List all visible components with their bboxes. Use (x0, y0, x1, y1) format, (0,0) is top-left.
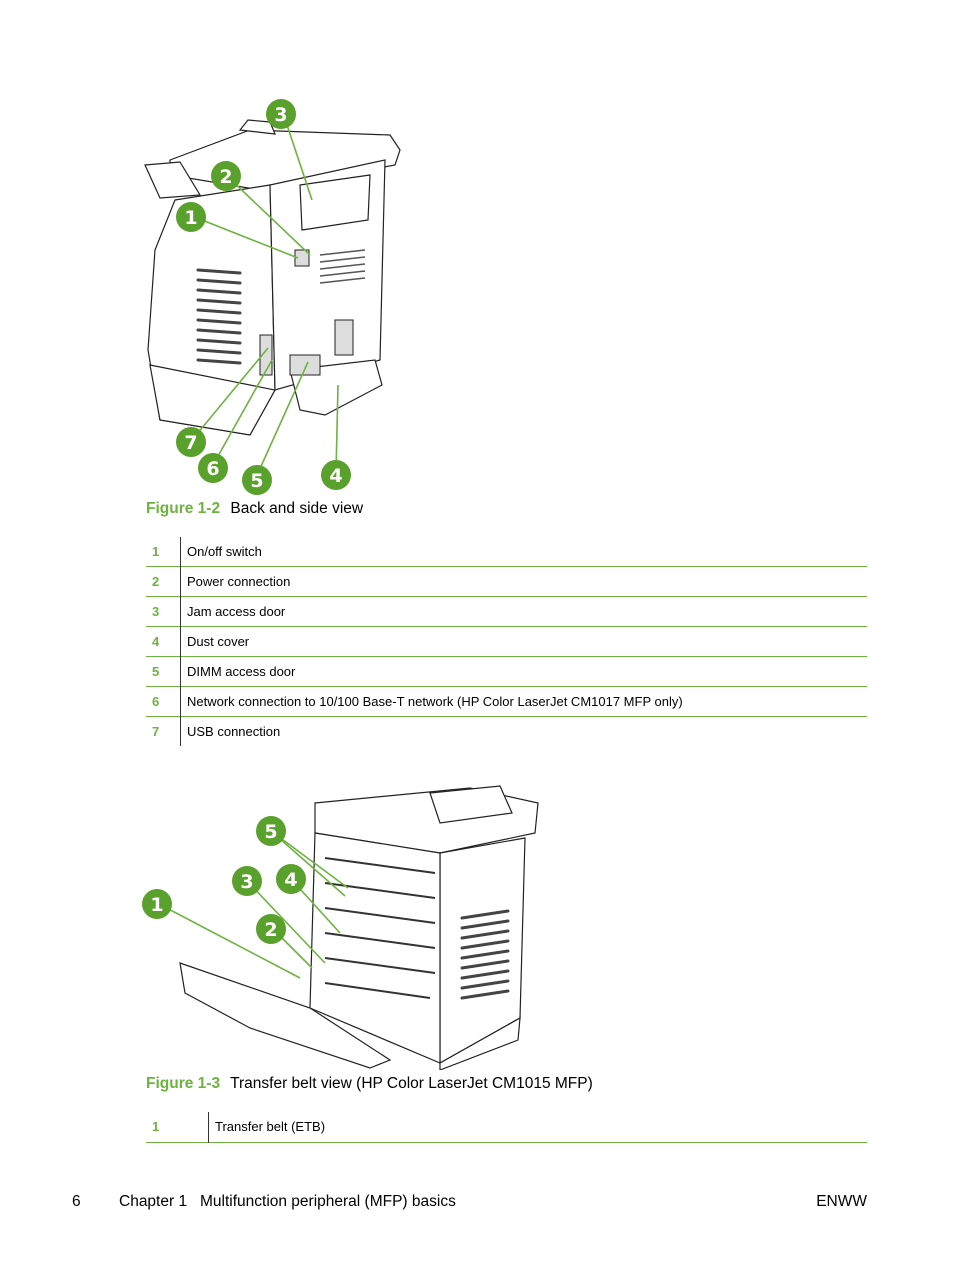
figure-caption-text: Transfer belt view (HP Color LaserJet CM… (230, 1075, 593, 1092)
callout-2: 2 (211, 161, 241, 191)
figure-caption-text: Back and side view (230, 500, 364, 517)
svg-text:3: 3 (274, 104, 287, 126)
callout-5: 5 (242, 465, 272, 495)
figure1-callouts: 3 2 1 7 6 5 4 (176, 99, 351, 495)
figure-number: Figure 1-2 (146, 500, 221, 517)
figure2-callouts: 5 4 3 1 2 (142, 816, 306, 944)
callout-4: 4 (321, 460, 351, 490)
chapter-title: Chapter 1 Multifunction peripheral (MFP)… (119, 1193, 456, 1210)
svg-text:3: 3 (240, 871, 253, 893)
svg-text:6: 6 (206, 458, 219, 480)
svg-text:1: 1 (150, 894, 163, 916)
printer-back-side-illustration (144, 112, 401, 474)
figure-1-2-caption: Figure 1-2 Back and side view (146, 500, 363, 518)
figure-number: Figure 1-3 (146, 1075, 221, 1092)
svg-text:1: 1 (184, 207, 197, 229)
svg-text:5: 5 (250, 470, 263, 492)
page-number: 6 (72, 1193, 81, 1210)
callout-3: 3 (232, 866, 262, 896)
callout-6: 6 (198, 453, 228, 483)
callout-3: 3 (266, 99, 296, 129)
svg-text:4: 4 (329, 465, 342, 487)
svg-text:2: 2 (219, 166, 232, 188)
callout-5: 5 (256, 816, 286, 846)
footer-right-label: ENWW (816, 1193, 867, 1210)
callout-2: 2 (256, 914, 286, 944)
callout-1: 1 (176, 202, 206, 232)
svg-text:7: 7 (184, 432, 197, 454)
figure-1-3-caption: Figure 1-3 Transfer belt view (HP Color … (146, 1075, 593, 1093)
callout-7: 7 (176, 427, 206, 457)
svg-text:4: 4 (284, 869, 297, 891)
svg-text:2: 2 (264, 919, 277, 941)
printer-transfer-belt-illustration (156, 785, 539, 1070)
svg-text:5: 5 (264, 821, 277, 843)
callout-4: 4 (276, 864, 306, 894)
callout-1: 1 (142, 889, 172, 919)
